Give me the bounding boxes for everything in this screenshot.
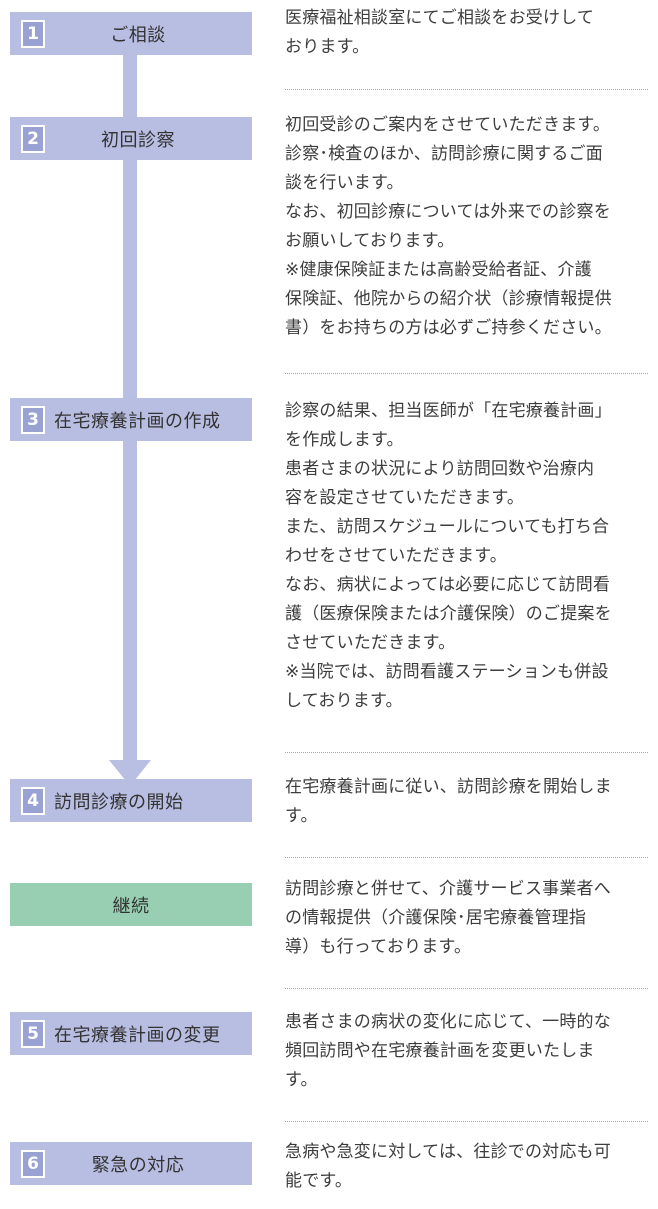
description-line: させていただきます。: [285, 633, 456, 653]
description-line: す。: [285, 1070, 318, 1090]
description-line: ※健康保険証または高齢受給者証、介護: [285, 260, 592, 280]
step-1-number: 1: [21, 19, 45, 48]
step-3-title: 在宅療養計画の作成: [54, 410, 221, 432]
step-3-number: 3: [21, 405, 45, 434]
divider: [285, 373, 648, 374]
step-6-box: 6 緊急の対応: [10, 1142, 252, 1185]
description-line: 書）をお持ちの方は必ずご持参ください。: [285, 318, 612, 338]
description-line: 初回受診のご案内をさせていただきます。: [285, 115, 611, 135]
step-6-number: 6: [21, 1149, 45, 1178]
description-line: 患者さまの状況により訪問回数や治療内: [285, 459, 595, 479]
step-5-box: 5 在宅療養計画の変更: [10, 1012, 252, 1055]
description-line: なお、病状によっては必要に応じて訪問看: [285, 575, 611, 595]
description-line: おります。: [285, 37, 370, 57]
step-4-number: 4: [21, 786, 45, 815]
description-line: 診察･検査のほか、訪問診療に関するご面: [285, 144, 603, 164]
step-5-number: 5: [21, 1019, 45, 1048]
description-line: 能です。: [285, 1171, 353, 1191]
step-3-description: 診察の結果、担当医師が「在宅療養計画」 を作成します。 患者さまの状況により訪問…: [285, 397, 657, 716]
continue-title: 継続: [112, 895, 150, 917]
description-line: 在宅療養計画に従い、訪問診療を開始しま: [285, 777, 612, 797]
description-line: 護（医療保険または介護保険）のご提案を: [285, 604, 612, 624]
description-line: 診察の結果、担当医師が「在宅療養計画」: [285, 401, 612, 421]
step-6-title: 緊急の対応: [91, 1154, 185, 1176]
step-4-title: 訪問診療の開始: [54, 791, 184, 813]
description-line: 頻回訪問や在宅療養計画を変更いたしま: [285, 1041, 595, 1061]
description-line: お願いしております。: [285, 231, 455, 251]
step-1-description: 医療福祉相談室にてご相談をお受けして おります。: [285, 4, 657, 62]
step-4-box: 4 訪問診療の開始: [10, 779, 252, 822]
step-2-description: 初回受診のご案内をさせていただきます。 診察･検査のほか、訪問診療に関するご面 …: [285, 111, 657, 343]
continue-description: 訪問診療と併せて、介護サービス事業者へ の情報提供（介護保険･居宅療養管理指 導…: [285, 875, 657, 962]
continue-box: 継続: [10, 883, 252, 926]
description-line: なお、初回診療については外来での診察を: [285, 202, 611, 222]
divider: [285, 988, 648, 989]
description-line: ※当院では、訪問看護ステーションも併設: [285, 662, 609, 682]
divider: [285, 752, 648, 753]
description-line: 訪問診療と併せて、介護サービス事業者へ: [285, 879, 611, 899]
description-line: わせをさせていただきます。: [285, 546, 507, 566]
step-6-description: 急病や急変に対しては、往診での対応も可 能です。: [285, 1138, 657, 1196]
divider: [285, 1121, 648, 1122]
description-line: 急病や急変に対しては、往診での対応も可: [285, 1142, 611, 1162]
step-3-box: 3 在宅療養計画の作成: [10, 398, 252, 441]
description-line: また、訪問スケジュールについても打ち合: [285, 517, 610, 537]
step-1-title: ご相談: [110, 24, 166, 46]
step-4-description: 在宅療養計画に従い、訪問診療を開始しま す。: [285, 773, 657, 831]
step-2-title: 初回診察: [101, 129, 175, 151]
step-5-title: 在宅療養計画の変更: [54, 1024, 221, 1046]
description-line: を作成します。: [285, 430, 404, 450]
divider: [285, 89, 648, 90]
description-line: の情報提供（介護保険･居宅療養管理指: [285, 908, 587, 928]
description-line: しております。: [285, 691, 403, 711]
step-2-box: 2 初回診察: [10, 117, 252, 160]
description-line: 患者さまの病状の変化に応じて、一時的な: [285, 1012, 611, 1032]
step-1-box: 1 ご相談: [10, 12, 252, 55]
description-line: 導）も行っております。: [285, 937, 472, 957]
divider: [285, 857, 648, 858]
description-line: 保険証、他院からの紹介状（診療情報提供: [285, 289, 612, 309]
description-line: 容を設定させていただきます。: [285, 488, 525, 508]
description-line: す。: [285, 806, 318, 826]
description-line: 談を行います。: [285, 173, 404, 193]
description-line: 医療福祉相談室にてご相談をお受けして: [285, 8, 595, 28]
step-5-description: 患者さまの病状の変化に応じて、一時的な 頻回訪問や在宅療養計画を変更いたしま す…: [285, 1008, 657, 1095]
step-2-number: 2: [21, 124, 45, 153]
